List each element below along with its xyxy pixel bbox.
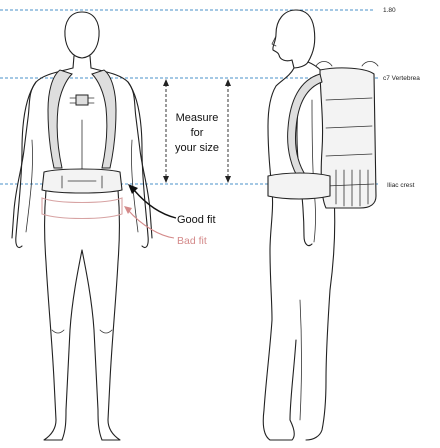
- measure-arrows: [163, 79, 231, 183]
- measure-text-line3: your size: [175, 142, 219, 154]
- back-view-figure: [11, 11, 153, 441]
- back-view-harness: [41, 69, 123, 220]
- good-fit-label: Good fit: [177, 214, 216, 226]
- height-mark-label: 1.80: [383, 7, 396, 14]
- iliac-crest-label: Iliac crest: [387, 182, 415, 189]
- bad-fit-label: Bad fit: [177, 235, 207, 247]
- measure-text-line2: for: [191, 127, 204, 139]
- c7-vertebrea-label: c7 Vertebrea: [383, 75, 420, 82]
- side-view-backpack: [267, 61, 379, 209]
- good-fit-arrow: [128, 184, 177, 219]
- measure-text-line1: Measure: [176, 112, 219, 124]
- bad-fit-belt-outline: [41, 197, 123, 220]
- bad-fit-arrow: [124, 206, 175, 239]
